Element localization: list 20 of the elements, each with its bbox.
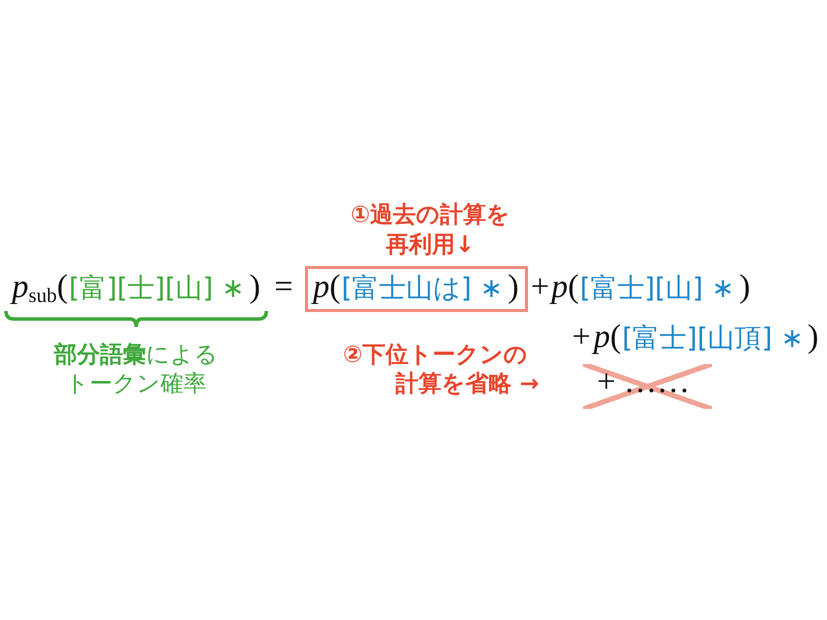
plus-sign: + (530, 269, 550, 306)
token-sequence: [富][士][山] ∗ (68, 273, 244, 306)
token-sequence: [富士][山] ∗ (580, 273, 734, 306)
probability-symbol: p$_{sub}$( (12, 269, 68, 306)
probability-symbol: p( (551, 269, 579, 306)
annotation-text: ②下位トークンの計算を省略 → (343, 341, 539, 400)
probability-symbol: p( (312, 269, 340, 306)
equals-sign: = (274, 269, 293, 306)
annotation-text: ①過去の計算を再利用↓ (350, 201, 512, 260)
crossed-out-term: + …… (583, 364, 712, 410)
probability-symbol: p( (594, 319, 622, 356)
parenthesis: ) (508, 269, 519, 306)
parenthesis: ) (739, 269, 750, 306)
token-sequence: [富士][山頂] ∗ (622, 323, 804, 356)
parenthesis: ) (249, 269, 260, 306)
annotation-text: 部分語彙によるトークン確率 (52, 341, 220, 400)
token-sequence: [富士山は] ∗ (341, 273, 503, 306)
parenthesis: ) (807, 319, 818, 356)
plus-sign: + (572, 319, 591, 356)
highlight-box (304, 266, 528, 312)
